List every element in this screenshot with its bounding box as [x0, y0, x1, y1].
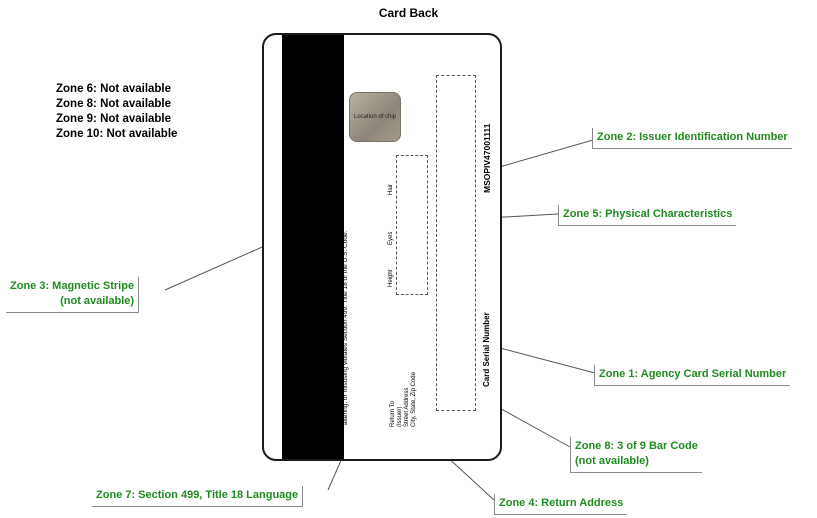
- return-line-1: Return To: [390, 401, 396, 427]
- page-title: Card Back: [378, 6, 439, 20]
- availability-notes: Zone 6: Not available Zone 8: Not availa…: [56, 82, 177, 142]
- note-zone8: Zone 8: Not available: [56, 98, 172, 110]
- issuer-id-number: MSOPIV47001111: [482, 123, 492, 193]
- magnetic-stripe: [282, 35, 344, 459]
- physical-characteristics-box: [396, 155, 428, 295]
- return-line-4: City, State, Zip Code: [411, 372, 417, 427]
- zone2-label: Zone 2: Issuer Identification Number: [592, 128, 792, 149]
- legal-text: This credential is the property of the U…: [334, 224, 350, 425]
- zone3-label: Zone 3: Magnetic Stripe (not available): [6, 277, 140, 313]
- card-back: Location of chip This credential is the …: [262, 33, 502, 461]
- zone8-line-2: (not available): [575, 455, 649, 467]
- zone1-label: Zone 1: Agency Card Serial Number: [594, 365, 791, 386]
- zone3-line-2: (not available): [60, 295, 135, 307]
- note-zone9: Zone 9: Not available: [56, 113, 172, 125]
- zone7-label: Zone 7: Section 499, Title 18 Language: [92, 486, 304, 507]
- zone8-label: Zone 8: 3 of 9 Bar Code (not available): [570, 437, 702, 473]
- hair-label: Hair: [388, 183, 394, 195]
- height-label: Height: [388, 269, 394, 287]
- legal-line-1: This credential is the property of the U…: [334, 223, 341, 425]
- chip-label: Location of chip: [353, 114, 397, 120]
- return-line-3: Street Address: [404, 387, 410, 427]
- chip-location: Location of chip: [349, 92, 401, 142]
- legal-line-2: altering, or misusing violates Section 4…: [342, 230, 349, 425]
- barcode-area: [436, 75, 476, 411]
- zone4-label: Zone 4: Return Address: [494, 494, 628, 515]
- zone5-label: Zone 5: Physical Characteristics: [558, 205, 737, 226]
- note-zone10: Zone 10: Not available: [56, 128, 178, 140]
- eyes-label: Eyes: [388, 231, 394, 245]
- zone8-line-1: Zone 8: 3 of 9 Bar Code: [575, 440, 698, 452]
- return-line-2: (Issuer): [397, 406, 403, 427]
- card-serial-number-label: Card Serial Number: [482, 312, 491, 387]
- return-address: Return To (Issuer) Street Address City, …: [390, 372, 418, 427]
- note-zone6: Zone 6: Not available: [56, 83, 172, 95]
- zone3-line-1: Zone 3: Magnetic Stripe: [10, 280, 135, 292]
